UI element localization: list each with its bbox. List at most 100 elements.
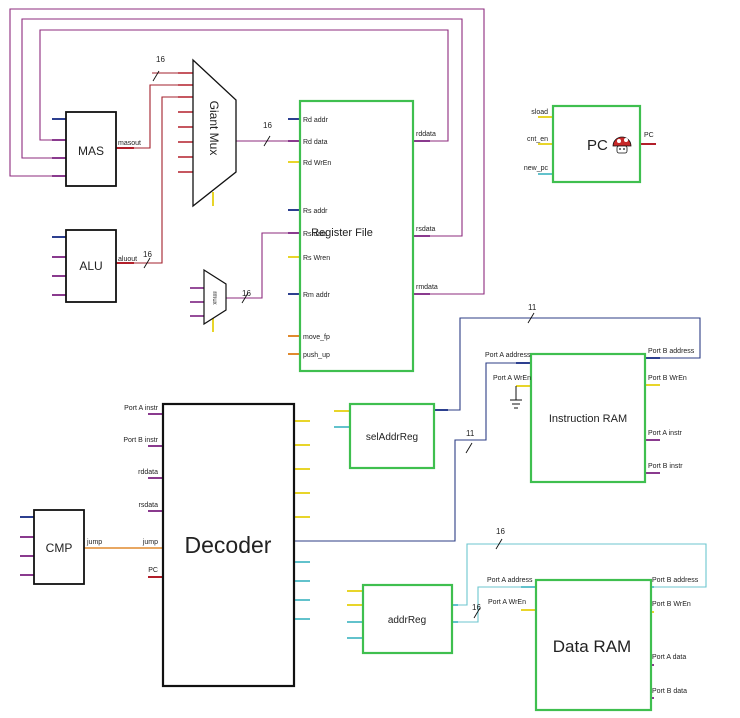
iram-label: Port A instr: [648, 430, 683, 437]
addr-reg-block: addrReg: [347, 583, 458, 655]
decoder-in-label: Port B instr: [123, 437, 158, 444]
rf-out-label: rddata: [416, 131, 436, 138]
rf-label: Rs addr: [303, 208, 328, 215]
decoder-block: Decoder Port A instr Port B instr rddata…: [123, 402, 310, 688]
dram-label: Port A address: [487, 577, 533, 584]
rf-out-label: rsdata: [416, 226, 436, 233]
cmp-block: CMP jump: [20, 509, 102, 585]
rmux-shape: [203, 268, 227, 326]
rddata-feedback-wire: [39, 29, 449, 142]
bus-width-label: 16: [143, 250, 152, 259]
rf-label: Rm addr: [303, 292, 331, 299]
sel-addr-reg-title: selAddrReg: [366, 432, 418, 443]
bus-width-label: 16: [242, 289, 251, 298]
mushroom-spot: [624, 138, 628, 142]
rmux-title: rmux: [211, 291, 217, 304]
giant-mux-block: Giant Mux: [178, 58, 237, 208]
decoder-addr-wire: [294, 362, 530, 542]
giant-mux-title: Giant Mux: [207, 101, 221, 156]
decoder-in-label: rsdata: [139, 502, 159, 509]
addr-reg-box: [361, 583, 454, 655]
masout-label: masout: [118, 140, 141, 147]
dram-label: Port B data: [652, 688, 687, 695]
mas-title: MAS: [78, 144, 104, 158]
data-ram-block: Data RAM Port A address Port A WrEn Port…: [487, 577, 699, 712]
rsdata-feedback-wire: [21, 18, 463, 237]
pc-in-label: new_pc: [524, 165, 549, 172]
cmp-title: CMP: [46, 541, 73, 555]
hash-mark: [241, 292, 249, 304]
bus-width-labels: 16 16 16 16 11 11 16 16: [143, 55, 537, 612]
bus-width-label: 11: [466, 429, 475, 438]
decoder-in-label: PC: [148, 567, 158, 574]
sel-addr-reg-box: [348, 402, 436, 470]
decoder-in-label: rddata: [138, 469, 158, 476]
mushroom-spot: [617, 139, 621, 143]
aluout-wire: [134, 96, 193, 264]
hash-mark: [473, 607, 481, 619]
dram-label: Port A WrEn: [488, 599, 526, 606]
rmux-block: rmux: [190, 268, 227, 332]
pc-in-label: cnt_en: [527, 136, 548, 143]
register-file-title: Register File: [311, 227, 373, 239]
alu-box: [65, 229, 117, 303]
pc-in-label: sload: [531, 109, 548, 116]
decoder-box: [161, 402, 296, 688]
addr-reg-title: addrReg: [388, 615, 426, 626]
decoder-in-label: Port A instr: [124, 405, 159, 412]
mushroom-stem: [616, 145, 628, 154]
hash-mark: [465, 442, 473, 454]
iram-label: Port B WrEn: [648, 375, 687, 382]
instruction-ram-title: Instruction RAM: [549, 413, 627, 425]
wires: [9, 8, 707, 623]
alu-block: ALU aluout: [52, 229, 137, 303]
mas-block: MAS masout: [52, 111, 141, 187]
iram-label: Port A WrEn: [493, 375, 531, 382]
mushroom-eye: [619, 148, 621, 150]
decoder-title: Decoder: [185, 532, 272, 558]
bus-width-marks: [143, 70, 535, 619]
giant-mux-shape: [192, 58, 237, 208]
bus-width-label: 16: [156, 55, 165, 64]
rf-label: push_up: [303, 352, 330, 359]
bus-width-label: 16: [263, 121, 272, 130]
hash-mark: [263, 135, 271, 147]
mushroom-icon: [612, 136, 632, 154]
hash-mark: [527, 312, 535, 324]
register-file-block: Register File Rd addr Rd data Rd WrEn Rs…: [288, 99, 438, 373]
sel-addr-reg-block: selAddrReg: [334, 402, 448, 470]
iram-label: Port B instr: [648, 463, 683, 470]
mas-box: [65, 111, 117, 187]
dram-label: Port A data: [652, 654, 686, 661]
instruction-ram-block: Instruction RAM Port A address Port A Wr…: [485, 348, 695, 484]
data-ram-title: Data RAM: [553, 637, 631, 656]
bus-width-label: 16: [496, 527, 505, 536]
rf-label: Rd WrEn: [303, 160, 331, 167]
hash-mark: [495, 538, 503, 550]
instr-port-b-addr-wire: [438, 317, 701, 411]
aluout-label: aluout: [118, 256, 137, 263]
register-file-box: [298, 99, 415, 373]
rf-label: Rd data: [303, 139, 328, 146]
data-ram-box: [534, 578, 653, 712]
rf-label: Rs data: [303, 231, 327, 238]
ground-icon: [510, 386, 522, 409]
pc-block: PC sload cnt_en new_pc PC: [524, 104, 656, 184]
rf-label: Rs Wren: [303, 255, 330, 262]
addrreg-out-wire: [452, 586, 536, 623]
data-port-b-addr-wire: [452, 543, 707, 606]
pc-title: PC: [587, 137, 608, 154]
dram-label: Port B WrEn: [652, 601, 691, 608]
masout-wire: [134, 84, 193, 149]
cmp-box: [33, 509, 85, 585]
bus-width-label: 11: [528, 303, 537, 312]
iram-label: Port A address: [485, 352, 531, 359]
mushroom-eye: [623, 148, 625, 150]
bus-width-label: 16: [472, 603, 481, 612]
rf-label: move_fp: [303, 334, 330, 341]
hash-mark: [152, 70, 160, 82]
decoder-in-label: jump: [142, 539, 158, 546]
pc-out-label: PC: [644, 132, 654, 139]
rf-label: Rd addr: [303, 117, 329, 124]
